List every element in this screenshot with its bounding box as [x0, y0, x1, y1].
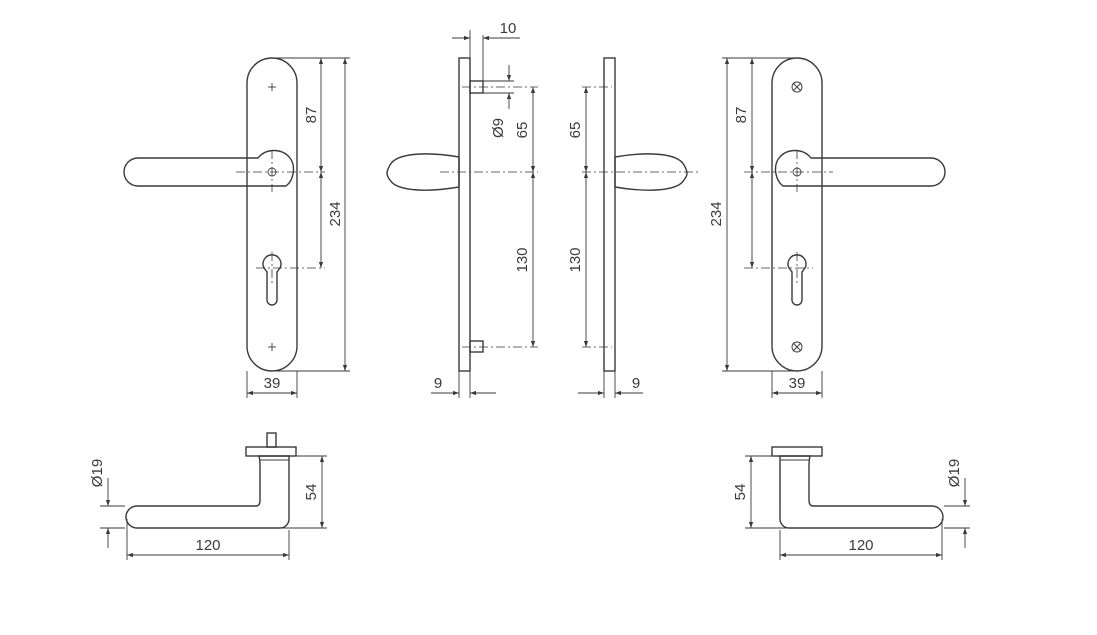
- top-view-right: 54 Ø19 120: [732, 446, 970, 560]
- pin-bottom: [469, 340, 484, 353]
- dim-label-130: 130: [514, 247, 531, 272]
- screw-bottom-icon: [791, 341, 803, 353]
- screw-top-icon: [791, 81, 803, 93]
- cylinder-cutout: [787, 254, 807, 306]
- dim-label-65: 65: [514, 122, 531, 139]
- front-view-left: 87 234 39: [123, 57, 350, 398]
- dim-label-39: 39: [789, 375, 806, 392]
- rosette-plate: [771, 446, 823, 457]
- dim-label-diameter-19: Ø19: [946, 459, 963, 487]
- screw-mark-top: [268, 83, 276, 91]
- lever-side-profile: [386, 153, 460, 191]
- dim-label-65: 65: [567, 122, 584, 139]
- plate-side-outline: [458, 57, 471, 372]
- side-view-right: 65 130 9: [567, 57, 700, 398]
- dim-label-87: 87: [733, 107, 750, 124]
- dim-label-130: 130: [567, 247, 584, 272]
- rosette-plate: [245, 446, 297, 457]
- dim-label-87: 87: [303, 107, 320, 124]
- dim-label-thickness-9: 9: [434, 375, 442, 392]
- dim-label-54: 54: [303, 484, 320, 501]
- dim-label-120: 120: [195, 537, 220, 554]
- front-view-right: 234 87 39: [708, 57, 946, 398]
- plate-side-outline: [603, 57, 616, 372]
- side-view-left: 10 Ø9 65 130 9: [386, 20, 538, 398]
- dim-label-10: 10: [500, 20, 517, 37]
- dim-label-54: 54: [732, 484, 749, 501]
- top-view-left: Ø19 54 120: [89, 432, 327, 560]
- cylinder-cutout: [262, 254, 282, 306]
- lever-top-profile: [125, 455, 290, 529]
- lever-top-profile: [779, 455, 944, 529]
- backplate-outline: [246, 57, 298, 372]
- screw-mark-bottom: [268, 343, 276, 351]
- lever-side-profile: [614, 153, 688, 191]
- dim-label-234: 234: [708, 201, 725, 226]
- dim-label-thickness-9: 9: [632, 375, 640, 392]
- rosette-pin: [266, 432, 277, 448]
- dim-label-diameter-9: Ø9: [490, 118, 507, 138]
- dim-label-diameter-19: Ø19: [89, 459, 106, 487]
- dim-label-39: 39: [264, 375, 281, 392]
- lever-handle: [774, 149, 946, 187]
- lever-handle: [123, 149, 295, 187]
- dim-label-234: 234: [327, 201, 344, 226]
- dim-label-120: 120: [848, 537, 873, 554]
- backplate-outline: [771, 57, 823, 372]
